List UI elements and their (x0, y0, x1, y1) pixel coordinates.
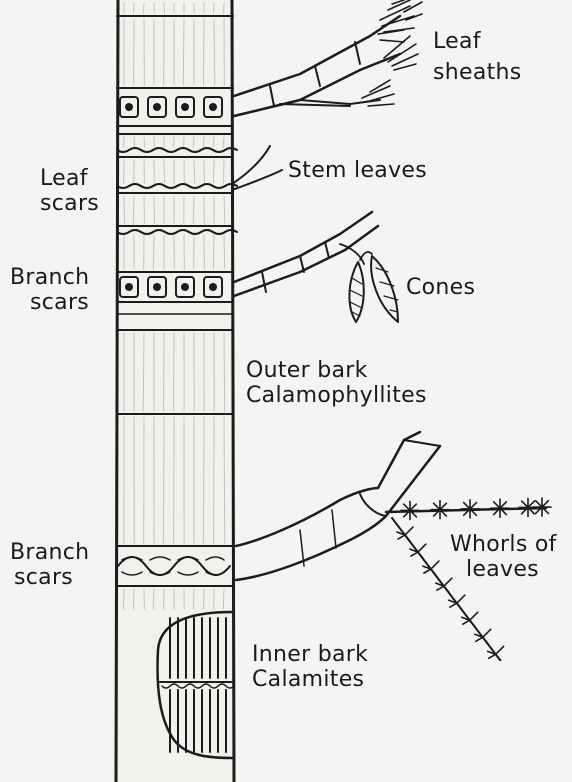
label-stem-leaves-text: Stem leaves (288, 158, 427, 183)
label-whorls-of-leaves-line-1: Whorls of (450, 532, 557, 557)
label-inner-bark-line-1: Inner bark (252, 642, 368, 667)
label-leaf-scars-line-2: scars (40, 191, 99, 216)
stem-leaves (232, 146, 282, 190)
label-branch-scars-top: Branch scars (10, 265, 89, 315)
label-branch-scars-top-line-1: Branch (10, 265, 89, 290)
label-whorls-of-leaves-line-2: leaves (450, 557, 557, 582)
label-inner-bark-line-2: Calamites (252, 667, 368, 692)
label-outer-bark: Outer bark Calamophyllites (246, 358, 427, 408)
label-cones-text: Cones (406, 275, 475, 300)
label-whorls-of-leaves: Whorls of leaves (450, 532, 557, 582)
label-outer-bark-line-1: Outer bark (246, 358, 427, 383)
label-cones: Cones (406, 275, 475, 300)
label-outer-bark-line-2: Calamophyllites (246, 383, 427, 408)
label-branch-scars-bottom: Branch scars (10, 540, 89, 590)
label-leaf-sheaths-line-2: sheaths (433, 57, 522, 88)
cone-branch (234, 212, 398, 322)
label-leaf-scars: Leaf scars (40, 166, 99, 216)
label-branch-scars-top-line-2: scars (10, 290, 89, 315)
label-branch-scars-bottom-line-2: scars (10, 565, 89, 590)
label-leaf-sheaths-line-1: Leaf (433, 26, 522, 57)
label-leaf-sheaths: Leaf sheaths (433, 26, 522, 88)
label-stem-leaves: Stem leaves (288, 158, 427, 183)
label-branch-scars-bottom-line-1: Branch (10, 540, 89, 565)
leaf-sheath-branch (234, 0, 422, 116)
label-inner-bark: Inner bark Calamites (252, 642, 368, 692)
label-leaf-scars-line-1: Leaf (40, 166, 99, 191)
